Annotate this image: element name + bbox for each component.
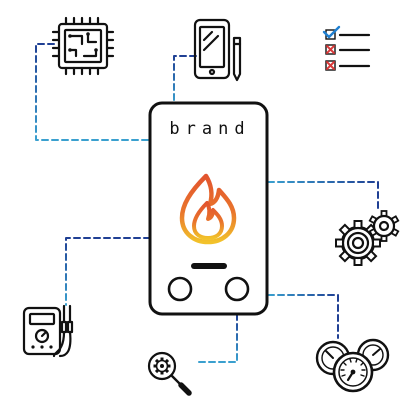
microchip-icon	[51, 16, 115, 76]
gears-icon	[335, 210, 400, 266]
magnifier-gear-icon	[147, 351, 192, 396]
gauge-center	[332, 351, 374, 393]
connector-boiler-to-magnifier	[197, 313, 238, 363]
brand-label: brand	[169, 119, 250, 139]
control-knob-left[interactable]	[167, 276, 193, 302]
checklist-icon	[322, 25, 371, 71]
connector-boiler-to-gears	[267, 181, 379, 209]
connector-chip-to-boiler	[35, 43, 151, 141]
connector-boiler-to-multimeter	[65, 237, 151, 306]
display-slot	[191, 263, 227, 269]
connector-phone-to-boiler	[173, 55, 197, 105]
smartphone-with-stylus-icon	[193, 18, 242, 82]
pressure-gauges-icon	[315, 338, 390, 393]
connector-boiler-to-gauges	[267, 294, 339, 339]
multimeter-icon	[22, 304, 74, 358]
flame-icon	[179, 173, 237, 245]
boiler: brand	[148, 101, 269, 316]
connectors	[35, 43, 379, 363]
control-knob-right[interactable]	[224, 276, 250, 302]
